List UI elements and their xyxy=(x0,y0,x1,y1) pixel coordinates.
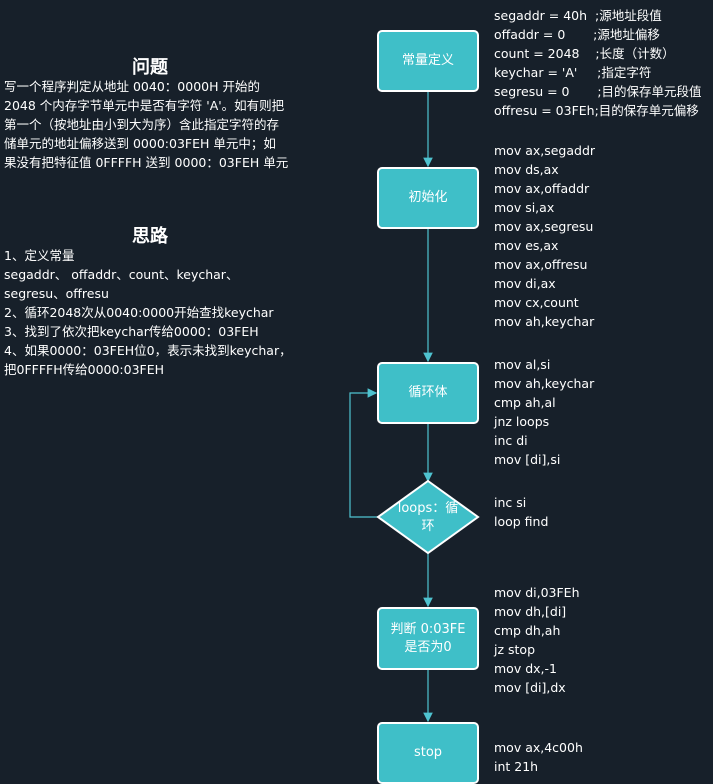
code-line: mov ax,segresu xyxy=(494,219,594,234)
approach-text: 1、定义常量 segaddr、 offaddr、count、keychar、 se… xyxy=(4,246,304,379)
code-line: jnz loops xyxy=(494,414,550,429)
code-line: keychar = 'A' ;指定字符 xyxy=(494,65,652,80)
approach-line: 把0FFFFH传给0000:03FEH xyxy=(4,362,165,377)
problem-line: 第一个（按地址由小到大为序）含此指定字符的存 xyxy=(4,117,280,132)
code-line: mov di,03FEh xyxy=(494,585,580,600)
code-line: mov ah,keychar xyxy=(494,376,595,391)
code-stop: mov ax,4c00h int 21h xyxy=(494,738,583,776)
code-line: mov ax,offresu xyxy=(494,257,588,272)
code-line: cmp dh,ah xyxy=(494,623,561,638)
code-line: mov [di],si xyxy=(494,452,561,467)
node-check: 判断 0:03FE 是否为0 xyxy=(377,607,479,670)
node-init: 初始化 xyxy=(377,167,479,229)
code-line: mov ds,ax xyxy=(494,162,559,177)
code-line: mov ax,4c00h xyxy=(494,740,583,755)
code-line: jz stop xyxy=(494,642,536,657)
problem-line: 储单元的地址偏移送到 0000:03FEH 单元中；如 xyxy=(4,136,276,151)
node-define: 常量定义 xyxy=(377,30,479,92)
approach-line: segaddr、 offaddr、count、keychar、 xyxy=(4,267,239,282)
code-line: mov ax,offaddr xyxy=(494,181,590,196)
code-cond: inc si loop find xyxy=(494,493,548,531)
approach-line: 1、定义常量 xyxy=(4,248,75,263)
code-line: mov al,si xyxy=(494,357,551,372)
code-line: inc di xyxy=(494,433,528,448)
code-loop: mov al,si mov ah,keychar cmp ah,al jnz loop… xyxy=(494,355,594,469)
code-line: mov dx,-1 xyxy=(494,661,557,676)
code-line: mov si,ax xyxy=(494,200,555,215)
code-line: segresu = 0 ;目的保存单元段值 xyxy=(494,84,702,99)
problem-line: 写一个程序判定从地址 0040：0000H 开始的 xyxy=(4,79,260,94)
code-line: mov ah,keychar xyxy=(494,314,595,329)
approach-line: 4、如果0000：03FEH位0，表示未找到keychar， xyxy=(4,343,292,358)
approach-line: 3、找到了依次把keychar传给0000：03FEH xyxy=(4,324,259,339)
code-line: mov [di],dx xyxy=(494,680,566,695)
problem-title: 问题 xyxy=(132,57,168,78)
problem-text: 写一个程序判定从地址 0040：0000H 开始的 2048 个内存字节单元中是否… xyxy=(4,77,304,172)
node-cond-label: loops：循环 xyxy=(397,501,459,534)
code-line: offresu = 03FEh;目的保存单元偏移 xyxy=(494,103,699,118)
code-line: mov di,ax xyxy=(494,276,556,291)
code-line: mov cx,count xyxy=(494,295,579,310)
cond-diamond xyxy=(376,479,480,555)
code-line: int 21h xyxy=(494,759,539,774)
code-line: loop find xyxy=(494,514,549,529)
approach-line: segresu、offresu xyxy=(4,286,109,301)
node-loop: 循环体 xyxy=(377,362,479,424)
code-line: segaddr = 40h ;源地址段值 xyxy=(494,8,662,23)
code-line: mov es,ax xyxy=(494,238,559,253)
code-check: mov di,03FEh mov dh,[di] cmp dh,ah jz stop m… xyxy=(494,583,580,697)
code-define: segaddr = 40h ;源地址段值 offaddr = 0 ;源地址偏移 co… xyxy=(494,6,702,120)
approach-title: 思路 xyxy=(132,226,168,247)
code-init: mov ax,segaddr mov ds,ax mov ax,offaddr mov… xyxy=(494,141,595,331)
code-line: mov dh,[di] xyxy=(494,604,567,619)
code-line: inc si xyxy=(494,495,527,510)
code-line: offaddr = 0 ;源地址偏移 xyxy=(494,27,660,42)
node-stop: stop xyxy=(377,722,479,784)
code-line: count = 2048 ;长度（计数） xyxy=(494,46,675,61)
problem-line: 2048 个内存字节单元中是否有字符 'A'。如有则把 xyxy=(4,98,285,113)
problem-line: 果没有把特征值 0FFFFH 送到 0000：03FEH 单元 xyxy=(4,155,289,170)
edge-cond-loop-back xyxy=(349,388,378,518)
code-line: cmp ah,al xyxy=(494,395,556,410)
approach-line: 2、循环2048次从0040:0000开始查找keychar xyxy=(4,305,274,320)
code-line: mov ax,segaddr xyxy=(494,143,596,158)
